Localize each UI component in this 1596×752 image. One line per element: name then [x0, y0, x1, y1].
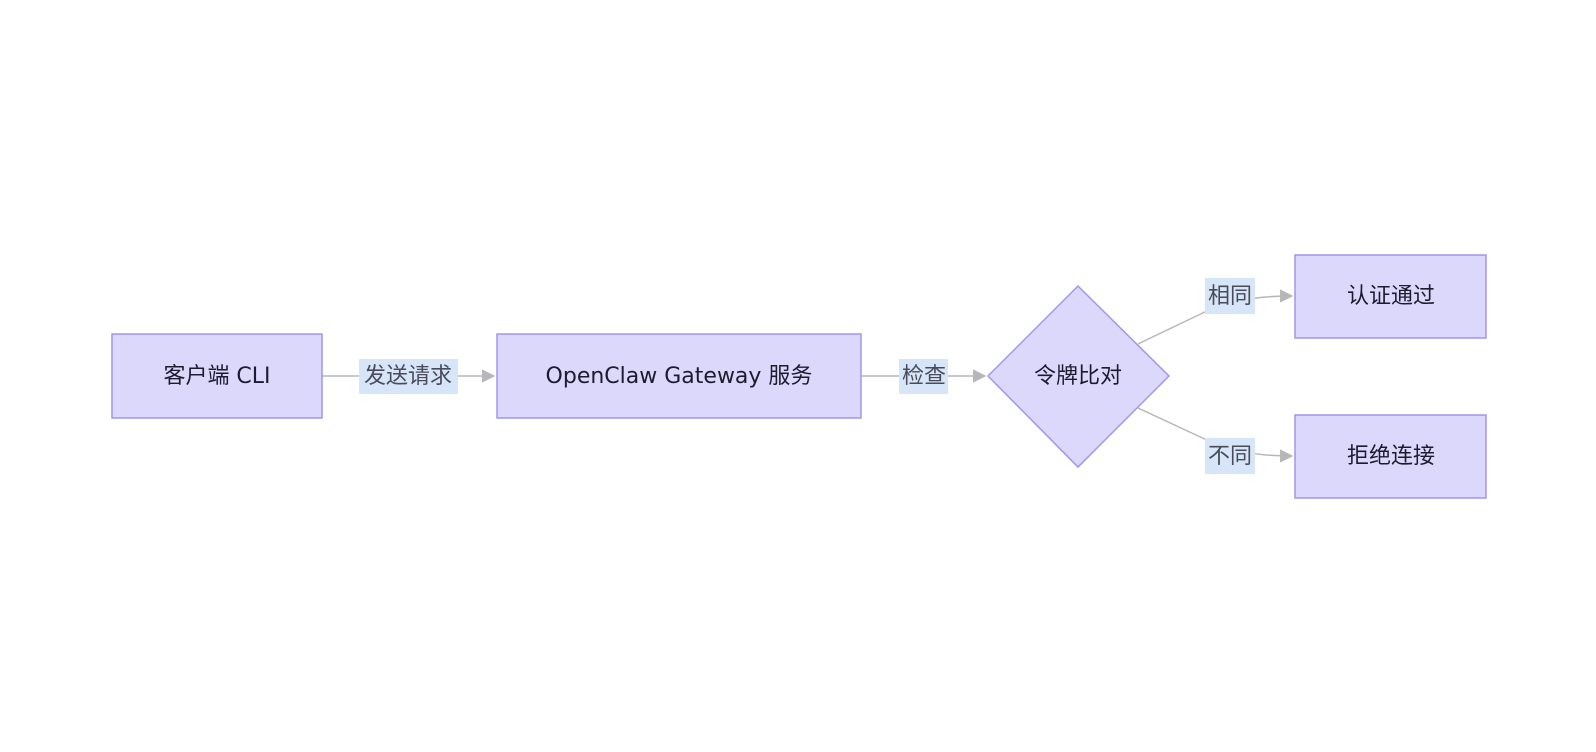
node-token-compare-label: 令牌比对 [1034, 364, 1122, 389]
node-client-label: 客户端 CLI [163, 364, 270, 389]
node-gateway-box [496, 333, 862, 419]
edge-send-request: 发送请求 [322, 359, 496, 394]
node-reject-box [1294, 414, 1487, 499]
edge-send-request-label: 发送请求 [364, 364, 452, 389]
edge-different-label: 不同 [1208, 444, 1252, 469]
edge-different: 不同 [1137, 407, 1294, 474]
node-client-box [111, 333, 323, 419]
node-token-compare: 令牌比对 [986, 284, 1171, 469]
node-client: 客户端 CLI [111, 333, 323, 419]
edge-check: 检查 [860, 359, 987, 394]
node-reject: 拒绝连接 [1294, 414, 1487, 499]
node-auth-pass-box [1294, 254, 1487, 339]
edge-different-label-bg [1205, 438, 1255, 474]
edge-check-label-bg [899, 359, 948, 394]
node-reject-label: 拒绝连接 [1347, 444, 1435, 469]
edge-same: 相同 [1137, 278, 1294, 345]
edge-check-label: 检查 [902, 364, 946, 389]
node-gateway: OpenClaw Gateway 服务 [496, 333, 862, 419]
edge-same-label-bg [1205, 278, 1255, 314]
edge-send-request-label-bg [359, 359, 458, 394]
node-gateway-label: OpenClaw Gateway 服务 [546, 364, 813, 389]
node-auth-pass: 认证通过 [1294, 254, 1487, 339]
node-token-compare-diamond [986, 284, 1171, 469]
edge-same-label: 相同 [1208, 284, 1252, 309]
node-auth-pass-label: 认证通过 [1347, 284, 1435, 309]
